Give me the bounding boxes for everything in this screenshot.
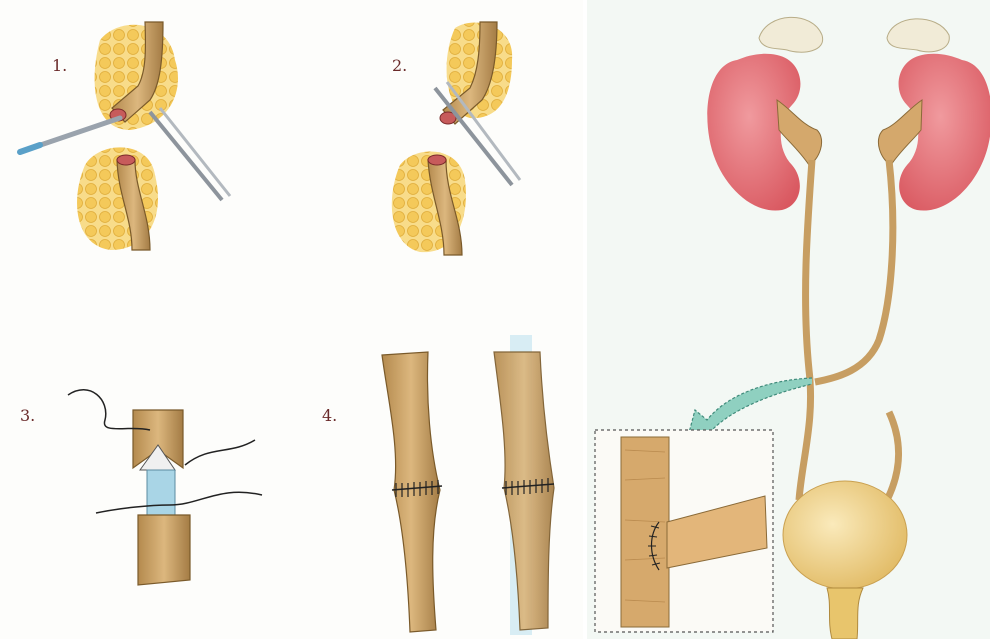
right-ureter-stump [887, 412, 899, 500]
transposed-right-ureter [815, 160, 893, 382]
ureter-cut-end-lower-2 [428, 155, 446, 165]
urinary-tract-drawing [587, 0, 990, 639]
left-adrenal-gland [759, 17, 823, 52]
step-1-illustration [20, 22, 230, 250]
surgical-steps-drawing [0, 0, 583, 639]
inset-recipient-ureter [621, 437, 669, 627]
surgical-steps-panel: 1. 2. 3. 4. [0, 0, 583, 639]
anastomosed-ureter-left [382, 352, 440, 632]
scissors-blade-b [160, 108, 230, 196]
suture-thread-b [185, 440, 255, 465]
ureteral-stent [147, 470, 175, 520]
urethra [827, 588, 863, 639]
right-adrenal-gland [887, 19, 949, 52]
bladder [783, 481, 907, 589]
urinary-tract-panel [587, 0, 990, 639]
ureter-bottom-piece [138, 515, 190, 585]
left-ureter [799, 160, 812, 500]
step-3-illustration [68, 390, 262, 585]
suture-thread-c [96, 492, 262, 513]
ureter-cut-end-lower [117, 155, 135, 165]
step-4-illustration [382, 335, 554, 635]
scissors-blade-a [150, 112, 222, 200]
step-2-illustration [392, 22, 520, 255]
